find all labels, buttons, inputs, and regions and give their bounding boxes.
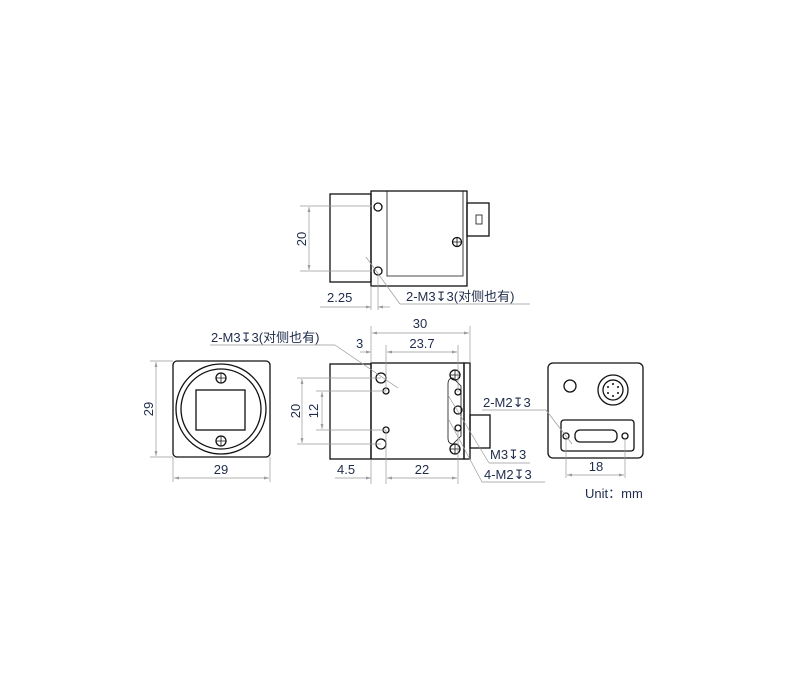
unit-label: Unit：mm: [585, 486, 643, 501]
dim-offset: 3: [356, 336, 363, 351]
callout-mount-holes: 2-M3↧3(对侧也有): [211, 330, 319, 345]
dim-total: 30: [413, 316, 427, 331]
led-indicator: [563, 379, 577, 393]
front-face: [172, 360, 271, 458]
dim-inner-span: 22: [415, 462, 429, 477]
dim-holes-span: 23.7: [409, 336, 434, 351]
dim-width: 18: [589, 459, 603, 474]
connector: [469, 414, 491, 449]
data-port: [574, 429, 618, 443]
dim-outer-height: 20: [288, 404, 303, 418]
callout-m2-pair: 2-M2↧3: [483, 395, 531, 410]
back-view: 18: [545, 362, 644, 478]
data-port-panel: [560, 419, 635, 452]
sensor-window: [195, 389, 246, 431]
screw-icon: [451, 236, 463, 248]
mount-hole: [373, 202, 383, 212]
screw-icon: [449, 443, 461, 455]
dim-width: 29: [214, 462, 228, 477]
camera-body: [370, 190, 468, 287]
screw-icon: [449, 369, 461, 381]
connector: [466, 202, 490, 237]
dim-height: 20: [294, 232, 309, 246]
top-view: 20 2.25 2-M3↧3(对侧也有): [294, 190, 530, 310]
callout-m2-quad: 4-M2↧3: [484, 467, 532, 482]
callout-mount-holes: 2-M3↧3(对侧也有): [406, 289, 514, 304]
io-connector: [597, 374, 629, 406]
dim-front: 4.5: [337, 462, 355, 477]
dim-height: 29: [141, 402, 156, 416]
screw-icon: [215, 435, 227, 447]
callout-m3: M3↧3: [490, 447, 526, 462]
back-face: [547, 362, 644, 459]
dim-offset: 2.25: [327, 290, 352, 305]
dim-inner-height: 12: [306, 404, 321, 418]
front-view: 29 29: [141, 360, 271, 482]
lens-barrel: [329, 193, 372, 283]
screw-icon: [215, 372, 227, 384]
side-view: 30 3 23.7 2-M3↧3(对侧也有) 20 12 4.5 22 2-M2…: [210, 316, 546, 484]
